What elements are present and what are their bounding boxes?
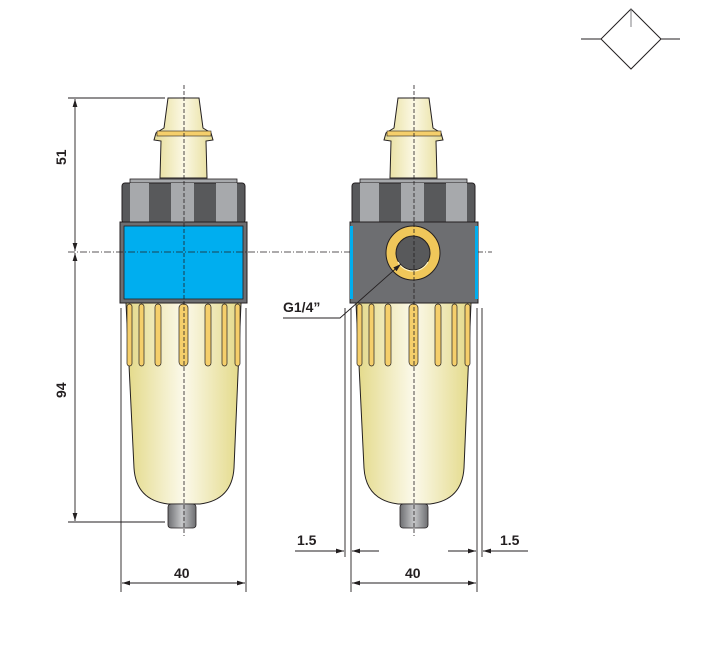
dim-offset-left: 1.5 — [297, 532, 317, 548]
side-view — [349, 85, 479, 536]
front-view — [119, 85, 248, 536]
dim-height-bottom: 94 — [53, 382, 69, 398]
filter-symbol-icon — [581, 8, 680, 70]
dim-offset-right: 1.5 — [500, 532, 520, 548]
dimension-lines — [68, 97, 528, 592]
dim-height-top: 51 — [53, 149, 69, 165]
dim-width-left: 40 — [174, 565, 190, 581]
dim-width-right: 40 — [405, 565, 421, 581]
port-thread-label: G1/4” — [283, 299, 321, 315]
